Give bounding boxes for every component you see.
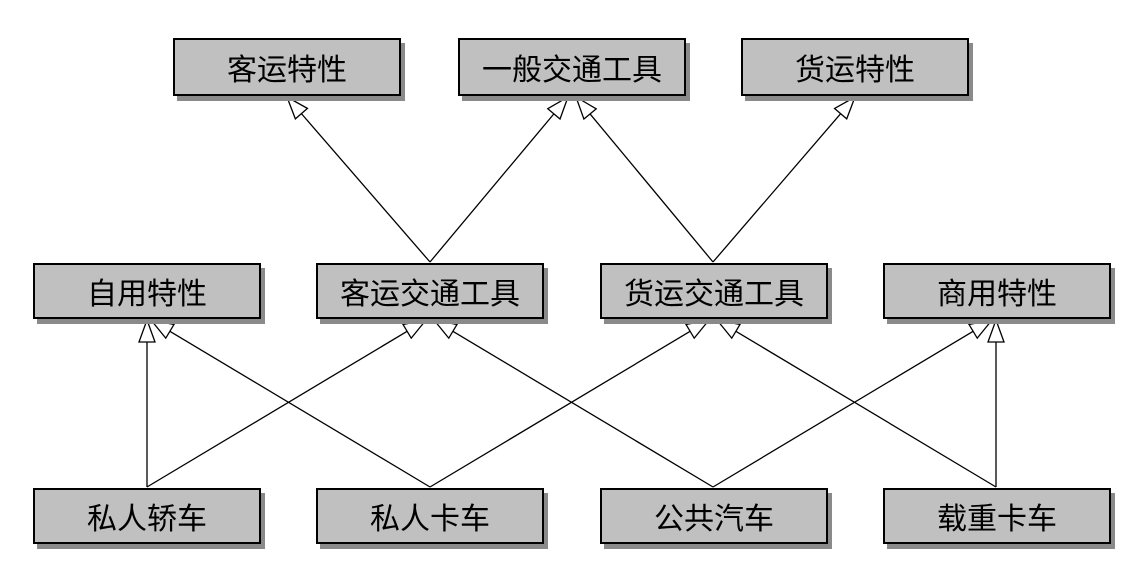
- edge-line: [452, 330, 714, 488]
- edge-line: [712, 113, 842, 263]
- edge-freight-vehicle-to-general-vehicle: [574, 95, 714, 263]
- node-private-truck: 私人卡车: [316, 488, 544, 544]
- node-passenger-vehicle: 客运交通工具: [316, 263, 544, 319]
- edge-heavy-truck-to-commercial-traits: [987, 318, 1005, 487]
- generalization-arrowhead-icon: [401, 319, 428, 340]
- edge-private-truck-to-freight-vehicle: [429, 319, 711, 488]
- edge-passenger-vehicle-to-passenger-traits: [285, 95, 431, 263]
- generalization-arrowhead-icon: [574, 95, 598, 121]
- edge-freight-vehicle-to-freight-traits: [712, 95, 857, 263]
- generalization-arrowhead-icon: [967, 319, 994, 340]
- edge-line: [429, 330, 691, 488]
- edge-passenger-vehicle-to-general-vehicle: [429, 95, 570, 263]
- edge-private-truck-to-private-traits: [149, 319, 431, 488]
- generalization-arrowhead-icon: [546, 95, 570, 121]
- node-freight-vehicle: 货运交通工具: [600, 263, 828, 319]
- edge-private-sedan-to-passenger-vehicle: [146, 319, 428, 488]
- edge-heavy-truck-to-freight-vehicle: [715, 319, 997, 488]
- node-public-bus: 公共汽车: [600, 488, 828, 544]
- node-passenger-traits: 客运特性: [173, 38, 401, 96]
- generalization-arrowhead-icon: [285, 95, 309, 120]
- edge-line: [712, 330, 974, 488]
- node-commercial-traits: 商用特性: [883, 263, 1111, 319]
- edge-line: [146, 330, 408, 488]
- generalization-arrowhead-icon: [987, 318, 1005, 343]
- node-private-sedan: 私人轿车: [33, 488, 261, 544]
- edge-private-sedan-to-private-traits: [138, 318, 156, 487]
- edge-public-bus-to-passenger-vehicle: [432, 319, 714, 488]
- node-freight-traits: 货运特性: [741, 38, 969, 96]
- node-private-traits: 自用特性: [33, 263, 261, 319]
- edge-line: [589, 113, 714, 263]
- edge-line: [735, 330, 997, 488]
- generalization-arrowhead-icon: [833, 95, 857, 120]
- edge-line: [169, 330, 431, 488]
- generalization-arrowhead-icon: [684, 319, 711, 340]
- generalization-arrowhead-icon: [149, 319, 176, 340]
- generalization-arrowhead-icon: [432, 319, 459, 340]
- generalization-arrowhead-icon: [138, 318, 156, 343]
- edge-public-bus-to-commercial-traits: [712, 319, 994, 488]
- edge-line: [300, 113, 431, 263]
- generalization-arrowhead-icon: [715, 319, 742, 340]
- node-general-vehicle: 一般交通工具: [458, 38, 686, 96]
- node-heavy-truck: 载重卡车: [883, 488, 1111, 544]
- edge-line: [429, 113, 555, 263]
